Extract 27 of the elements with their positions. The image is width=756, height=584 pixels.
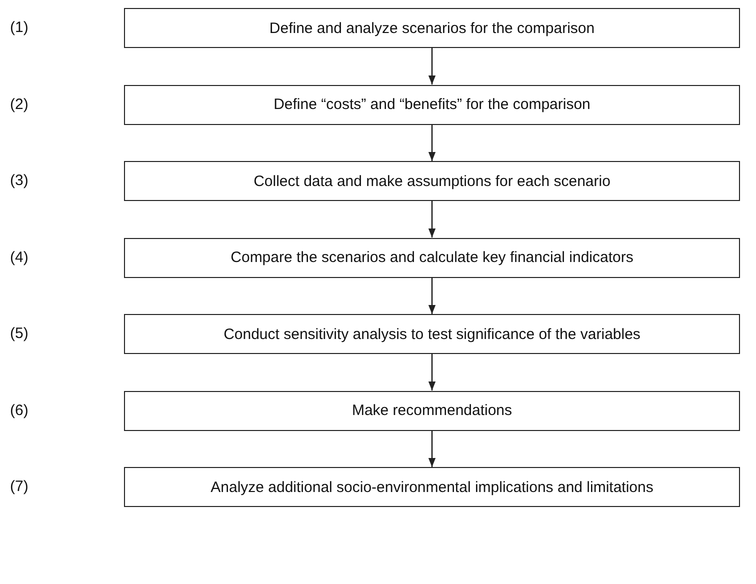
step-number: (1) (10, 19, 28, 36)
step-number: (4) (10, 248, 28, 266)
step-number: (6) (10, 402, 28, 418)
process-box (124, 314, 740, 354)
step-text: Collect data and make assumptions for each scenario (254, 172, 610, 190)
process-box (124, 161, 740, 201)
step-number: (7) (10, 478, 28, 495)
step-text: Conduct sensitivity analysis to test significance of the variables (224, 326, 640, 342)
arrow (428, 354, 436, 390)
process-box (124, 390, 740, 430)
step-text: Compare the scenarios and calculate key financial indicators (230, 249, 634, 266)
step-number: (2) (10, 96, 28, 112)
arrow (428, 278, 436, 314)
step-text: Define and analyze scenarios for the comparison (269, 20, 595, 36)
arrow (428, 48, 436, 84)
arrow (428, 430, 436, 467)
arrow (428, 124, 436, 161)
step-text: Analyze additional socio-environmental implications and limitations (210, 478, 654, 496)
step-number: (3) (10, 172, 28, 189)
process-box (124, 84, 740, 124)
step-text: Make recommendations (352, 402, 512, 419)
process-box (124, 8, 740, 48)
step-number: (5) (10, 325, 28, 342)
step-text: Define “costs” and “benefits” for the comparison (274, 96, 590, 113)
process-box (124, 467, 740, 507)
arrow (428, 201, 436, 238)
process-box (124, 238, 740, 278)
